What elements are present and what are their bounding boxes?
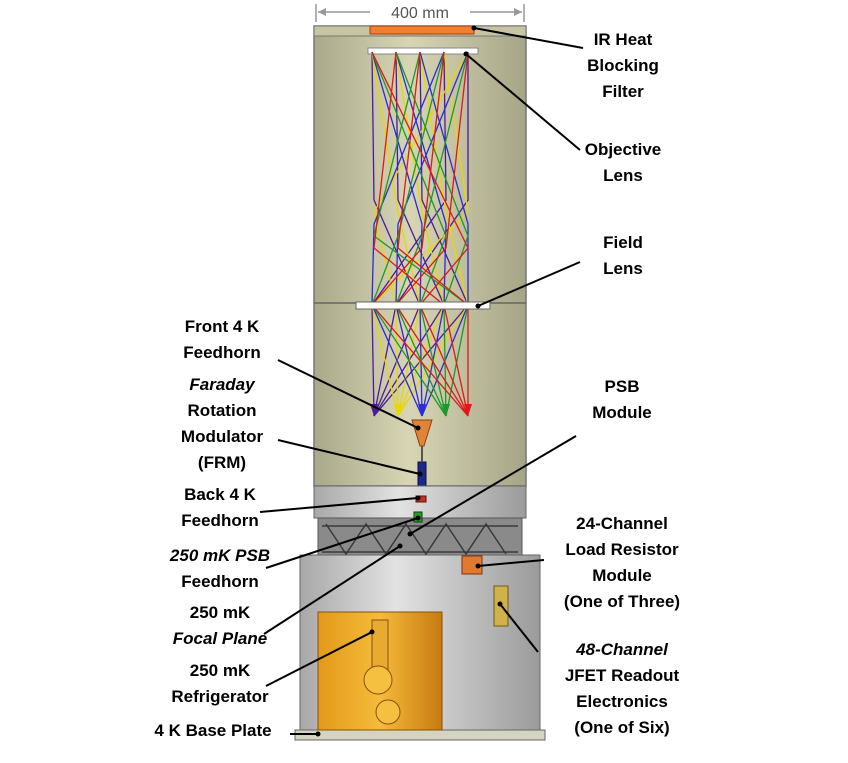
label-line: Feedhorn: [183, 343, 260, 362]
ray-line: [373, 51, 469, 417]
leader-line: [499, 603, 539, 653]
leader-dot: [315, 731, 321, 737]
ray-focus-marker: [418, 404, 426, 416]
leader-dot: [397, 543, 403, 549]
leader-line: [277, 359, 419, 429]
leader-line: [477, 559, 545, 567]
leader-dot: [471, 25, 477, 31]
leader-dot: [407, 531, 413, 537]
objective-lens: [367, 47, 479, 55]
leader-line: [477, 261, 581, 307]
leader-line: [277, 439, 421, 475]
label-line: PSB: [605, 377, 640, 396]
leader-dot: [369, 629, 375, 635]
label-line: Feedhorn: [181, 572, 258, 591]
ray-line: [397, 51, 469, 416]
label-line: Electronics: [576, 692, 668, 711]
leader-line: [265, 517, 419, 569]
leader-dot: [415, 425, 421, 431]
leader-dot: [463, 51, 469, 57]
label-line: IR Heat: [594, 30, 653, 49]
label-line: Objective: [585, 140, 662, 159]
label-line: (FRM): [198, 453, 246, 472]
label-line: Module: [592, 403, 652, 422]
label-line: Lens: [603, 259, 643, 278]
label-line: Modulator: [181, 427, 264, 446]
ray-line: [395, 51, 469, 417]
label-psb-module: PSB Module: [592, 377, 652, 422]
leader-dot: [475, 563, 481, 569]
label-base-plate: 4 K Base Plate: [154, 721, 271, 740]
label-line: Back 4 K: [184, 485, 257, 504]
leader-line: [465, 53, 581, 151]
label-line: Focal Plane: [173, 629, 267, 648]
leader-line: [409, 435, 577, 535]
ray-line: [371, 51, 447, 417]
label-line: Blocking: [587, 56, 659, 75]
label-refrigerator: 250 mK Refrigerator: [171, 661, 269, 706]
label-line: Filter: [602, 82, 644, 101]
label-line: Field: [603, 233, 643, 252]
leader-line: [263, 545, 401, 635]
ray-focus-marker: [464, 404, 472, 416]
label-line: JFET Readout: [565, 666, 680, 685]
leader-dot: [475, 303, 481, 309]
leader-dot: [415, 515, 421, 521]
label-front-feedhorn: Front 4 K Feedhorn: [183, 317, 260, 362]
leader-line: [259, 497, 419, 513]
label-line: Front 4 K: [185, 317, 260, 336]
leader-line: [473, 27, 584, 49]
ray-line: [371, 51, 447, 417]
ray-focus-marker: [442, 404, 450, 416]
ray-line: [371, 51, 469, 417]
ray-line: [371, 51, 469, 417]
leader-dot: [497, 601, 503, 607]
ray-bundle: [370, 51, 472, 417]
dimension-indicator: 400 mm: [315, 4, 525, 22]
leader-line: [265, 631, 373, 687]
ray-line: [373, 51, 469, 417]
label-line: 48-Channel: [575, 640, 669, 659]
label-line: Lens: [603, 166, 643, 185]
leader-dot: [417, 471, 423, 477]
dimension-label: 400 mm: [391, 5, 449, 22]
ray-line: [395, 51, 469, 417]
refrigerator: [317, 611, 443, 731]
ray-focus-marker: [394, 404, 402, 416]
label-line: Rotation: [188, 401, 257, 420]
ir-heat-blocking-filter: [369, 25, 475, 35]
label-focal-plane: 250 mK Focal Plane: [173, 603, 267, 648]
ray-line: [371, 51, 445, 417]
label-line: Module: [592, 566, 652, 585]
label-line: (One of Six): [574, 718, 669, 737]
label-line: 4 K Base Plate: [154, 721, 271, 740]
label-line: Faraday: [189, 375, 256, 394]
label-line: 24-Channel: [576, 514, 668, 533]
label-line: 250 mK PSB: [169, 546, 270, 565]
ray-line: [371, 51, 469, 417]
label-line: (One of Three): [564, 592, 680, 611]
label-line: 250 mK: [190, 603, 251, 622]
label-line: Feedhorn: [181, 511, 258, 530]
label-line: Refrigerator: [171, 687, 269, 706]
label-line: 250 mK: [190, 661, 251, 680]
label-line: Load Resistor: [565, 540, 679, 559]
label-back-feedhorn: Back 4 K Feedhorn: [181, 485, 258, 530]
leader-lines: [259, 25, 584, 737]
leader-dot: [415, 495, 421, 501]
label-psb-feedhorn: 250 mK PSB Feedhorn: [169, 546, 270, 591]
ray-line: [395, 51, 469, 417]
field-lens: [355, 301, 491, 310]
ray-line: [371, 51, 447, 417]
